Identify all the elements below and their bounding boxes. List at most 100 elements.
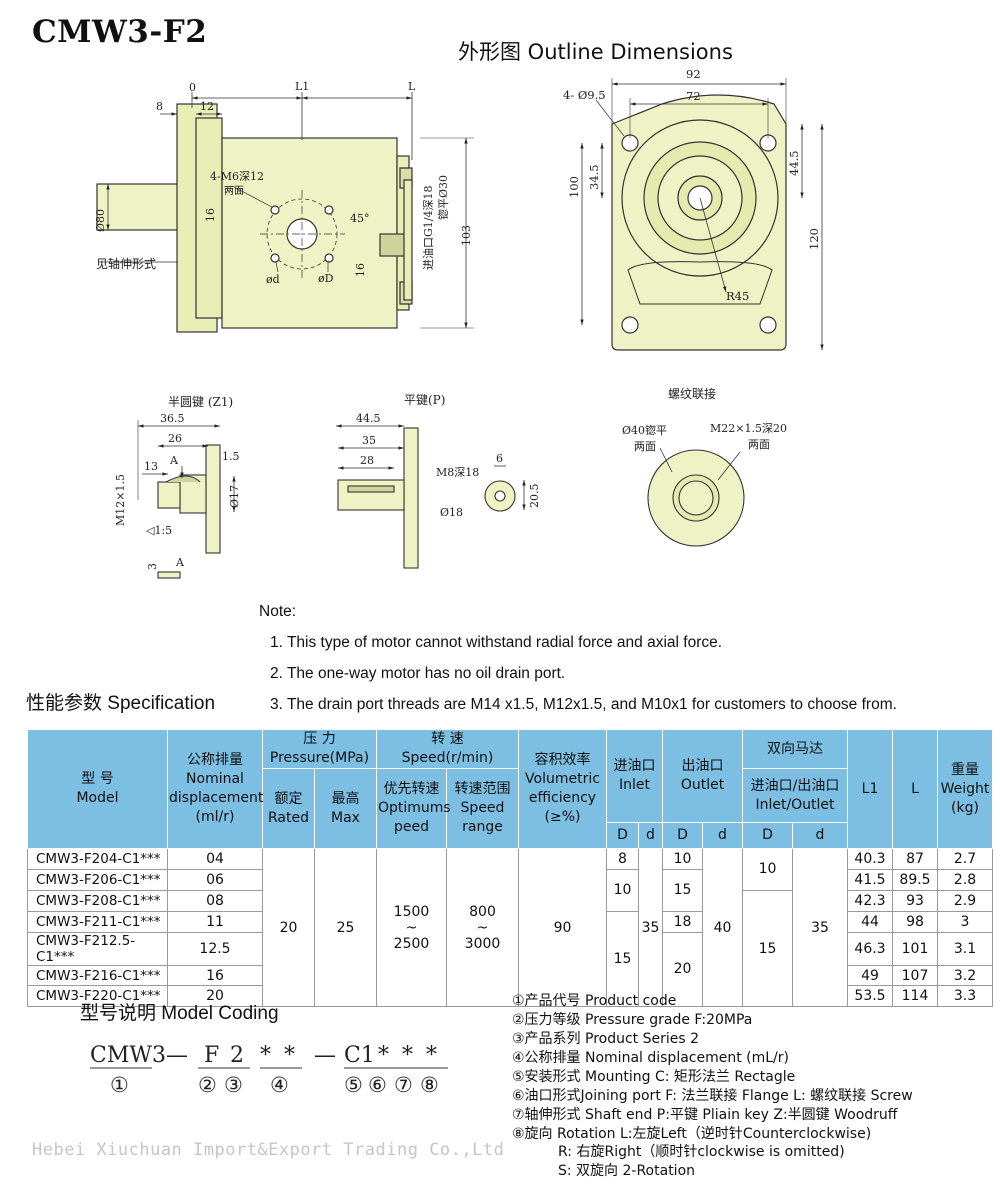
dim-text: 36.5 — [160, 412, 185, 425]
cell-L: 101 — [892, 931, 938, 966]
table-row: CMW3-F208-C1*** 08 15 42.3 93 2.9 — [27, 889, 993, 1008]
cell-model: CMW3-F212.5-C1*** — [27, 931, 168, 966]
dim-text: 两面 — [748, 438, 770, 451]
dim-text: 16 — [354, 263, 367, 277]
dim-text: L — [408, 80, 416, 93]
col-header-speed: 转 速 Speed(r/min) — [376, 729, 519, 769]
woodruff-label: 半圆键 (Z1) — [168, 395, 233, 409]
coding-legend-item: ⑦轴伸形式 Shaft end P:平键 Pliain key Z:半圆键 Wo… — [512, 1107, 898, 1123]
dim-text: 35 — [362, 434, 376, 447]
code-part: 2 — [230, 1043, 244, 1068]
dim-text: 两面 — [224, 186, 244, 197]
dim-text: 0 — [189, 81, 196, 94]
table-row: CMW3-F206-C1*** 06 10 15 41.5 89.5 2.8 — [27, 868, 993, 912]
col-header-max: 最高 Max — [314, 768, 377, 849]
cell-displacement: 12.5 — [167, 931, 263, 966]
dim-text: 44.5 — [356, 412, 381, 425]
cell-speed-range: 800 ~ 3000 — [446, 847, 519, 1008]
cell-model: CMW3-F204-C1*** — [27, 848, 168, 870]
cell-weight: 3 — [937, 910, 993, 933]
code-marker: ① — [110, 1073, 129, 1097]
cell-displacement: 06 — [167, 868, 263, 891]
dim-text: 120 — [807, 228, 821, 250]
thread-port-drawing — [647, 447, 745, 547]
code-part: * — [426, 1043, 437, 1068]
dim-text: 进油口G1/4深18 — [421, 186, 435, 271]
cell-L1: 40.3 — [847, 848, 893, 870]
cell-L: 89.5 — [892, 868, 938, 891]
col-header-D: D — [606, 822, 639, 849]
col-header-displacement: 公称排量 Nominal displacement (ml/r) — [167, 729, 263, 849]
dim-text: 72 — [686, 89, 701, 103]
cell-L1: 44 — [847, 910, 893, 933]
side-view-drawing — [96, 92, 474, 333]
dim-text: 3 — [146, 563, 159, 570]
col-header-rated: 额定 Rated — [262, 768, 315, 849]
cell-weight: 3.3 — [937, 985, 993, 1008]
table-row: CMW3-F211-C1*** 11 15 18 44 98 3 — [27, 910, 993, 1008]
code-part: — — [314, 1043, 336, 1068]
cell-outlet-D: 10 — [662, 848, 703, 870]
dim-text: M12×1.5 — [114, 474, 127, 526]
cell-L: 114 — [892, 985, 938, 1008]
dim-text: 见轴伸形式 — [96, 256, 156, 271]
col-header-outlet: 出油口 Outlet — [662, 729, 743, 823]
note-heading: Note: — [259, 603, 297, 620]
table-row: CMW3-F220-C1*** 20 53.5 114 3.3 — [27, 985, 993, 1008]
dim-text: A — [169, 454, 179, 467]
coding-legend-item: ③产品系列 Product Series 2 — [512, 1031, 700, 1047]
cell-optimum-speed: 1500 ~ 2500 — [376, 847, 447, 1008]
code-part: — — [166, 1043, 188, 1068]
dim-text: 100 — [567, 176, 581, 198]
note-item: 2. The one-way motor has no oil drain po… — [270, 665, 566, 682]
cell-model: CMW3-F211-C1*** — [27, 910, 168, 933]
thread-port-labels: 螺纹联接 Ø40锪平 两面 M22×1.5深20 两面 — [622, 386, 787, 453]
cell-L1: 49 — [847, 964, 893, 987]
flat-key-labels: 平键(P) 44.5 35 28 M8深18 6 20.5 Ø18 — [356, 393, 541, 519]
col-header-L1: L1 — [847, 729, 893, 849]
cell-displacement: 08 — [167, 889, 263, 912]
woodruff-key-drawing — [137, 420, 236, 579]
code-part: * — [378, 1043, 389, 1068]
cell-inlet-D: 10 — [606, 868, 639, 912]
cell-model: CMW3-F216-C1*** — [27, 964, 168, 987]
col-header-L: L — [892, 729, 938, 849]
col-header-optimum-speed: 优先转速 Optimums peed — [376, 768, 451, 849]
col-header-pressure: 压 力 Pressure(MPa) — [262, 729, 377, 769]
col-header-inlet: 进油口 Inlet — [606, 729, 663, 823]
dim-text: 8 — [156, 100, 163, 113]
outline-drawings: 0 L1 L 8 12 4-M6深12 两面 16 45° 16 ød øD Ø… — [94, 67, 824, 579]
cell-displacement: 16 — [167, 964, 263, 987]
specification-table: 型 号 Model 公称排量 Nominal displacement (ml/… — [27, 729, 993, 1008]
page-title: CMW3-F2 — [32, 14, 208, 50]
model-code-diagram: CMW3 — F 2 * * — C1 * * * ① ② ③ ④ ⑤ ⑥ ⑦ … — [90, 1043, 448, 1097]
dim-text: 16 — [204, 208, 217, 222]
dim-text: 103 — [460, 225, 473, 246]
col-header-model: 型 号 Model — [27, 729, 168, 849]
cell-L: 107 — [892, 964, 938, 987]
cell-weight: 2.8 — [937, 868, 993, 891]
cell-weight: 3.2 — [937, 964, 993, 987]
cell-displacement: 04 — [167, 848, 263, 870]
cell-L: 98 — [892, 910, 938, 933]
cell-bi-d: 35 — [792, 847, 848, 1008]
code-marker: ④ — [270, 1073, 289, 1097]
cell-displacement: 20 — [167, 985, 263, 1008]
note-item: 1. This type of motor cannot withstand r… — [270, 634, 723, 651]
cell-bi-D: 10 — [742, 848, 793, 891]
cell-outlet-d: 40 — [702, 847, 743, 1008]
cell-efficiency: 90 — [518, 847, 607, 1008]
coding-legend-item: ④公称排量 Nominal displacement (mL/r) — [512, 1050, 789, 1066]
col-header-D: D — [742, 822, 793, 849]
cell-inlet-D: 15 — [606, 910, 639, 1008]
dim-text: 28 — [360, 454, 374, 467]
dim-text: M22×1.5深20 — [710, 422, 787, 435]
dim-text: ◁1:5 — [146, 524, 172, 537]
cell-inlet-d: 35 — [638, 847, 663, 1008]
cell-model: CMW3-F206-C1*** — [27, 868, 168, 891]
dim-text: 1.5 — [222, 450, 240, 463]
dim-text: 45° — [350, 212, 370, 225]
cell-outlet-D: 15 — [662, 868, 703, 912]
code-part: F — [204, 1043, 219, 1068]
front-view-drawing — [580, 78, 824, 351]
